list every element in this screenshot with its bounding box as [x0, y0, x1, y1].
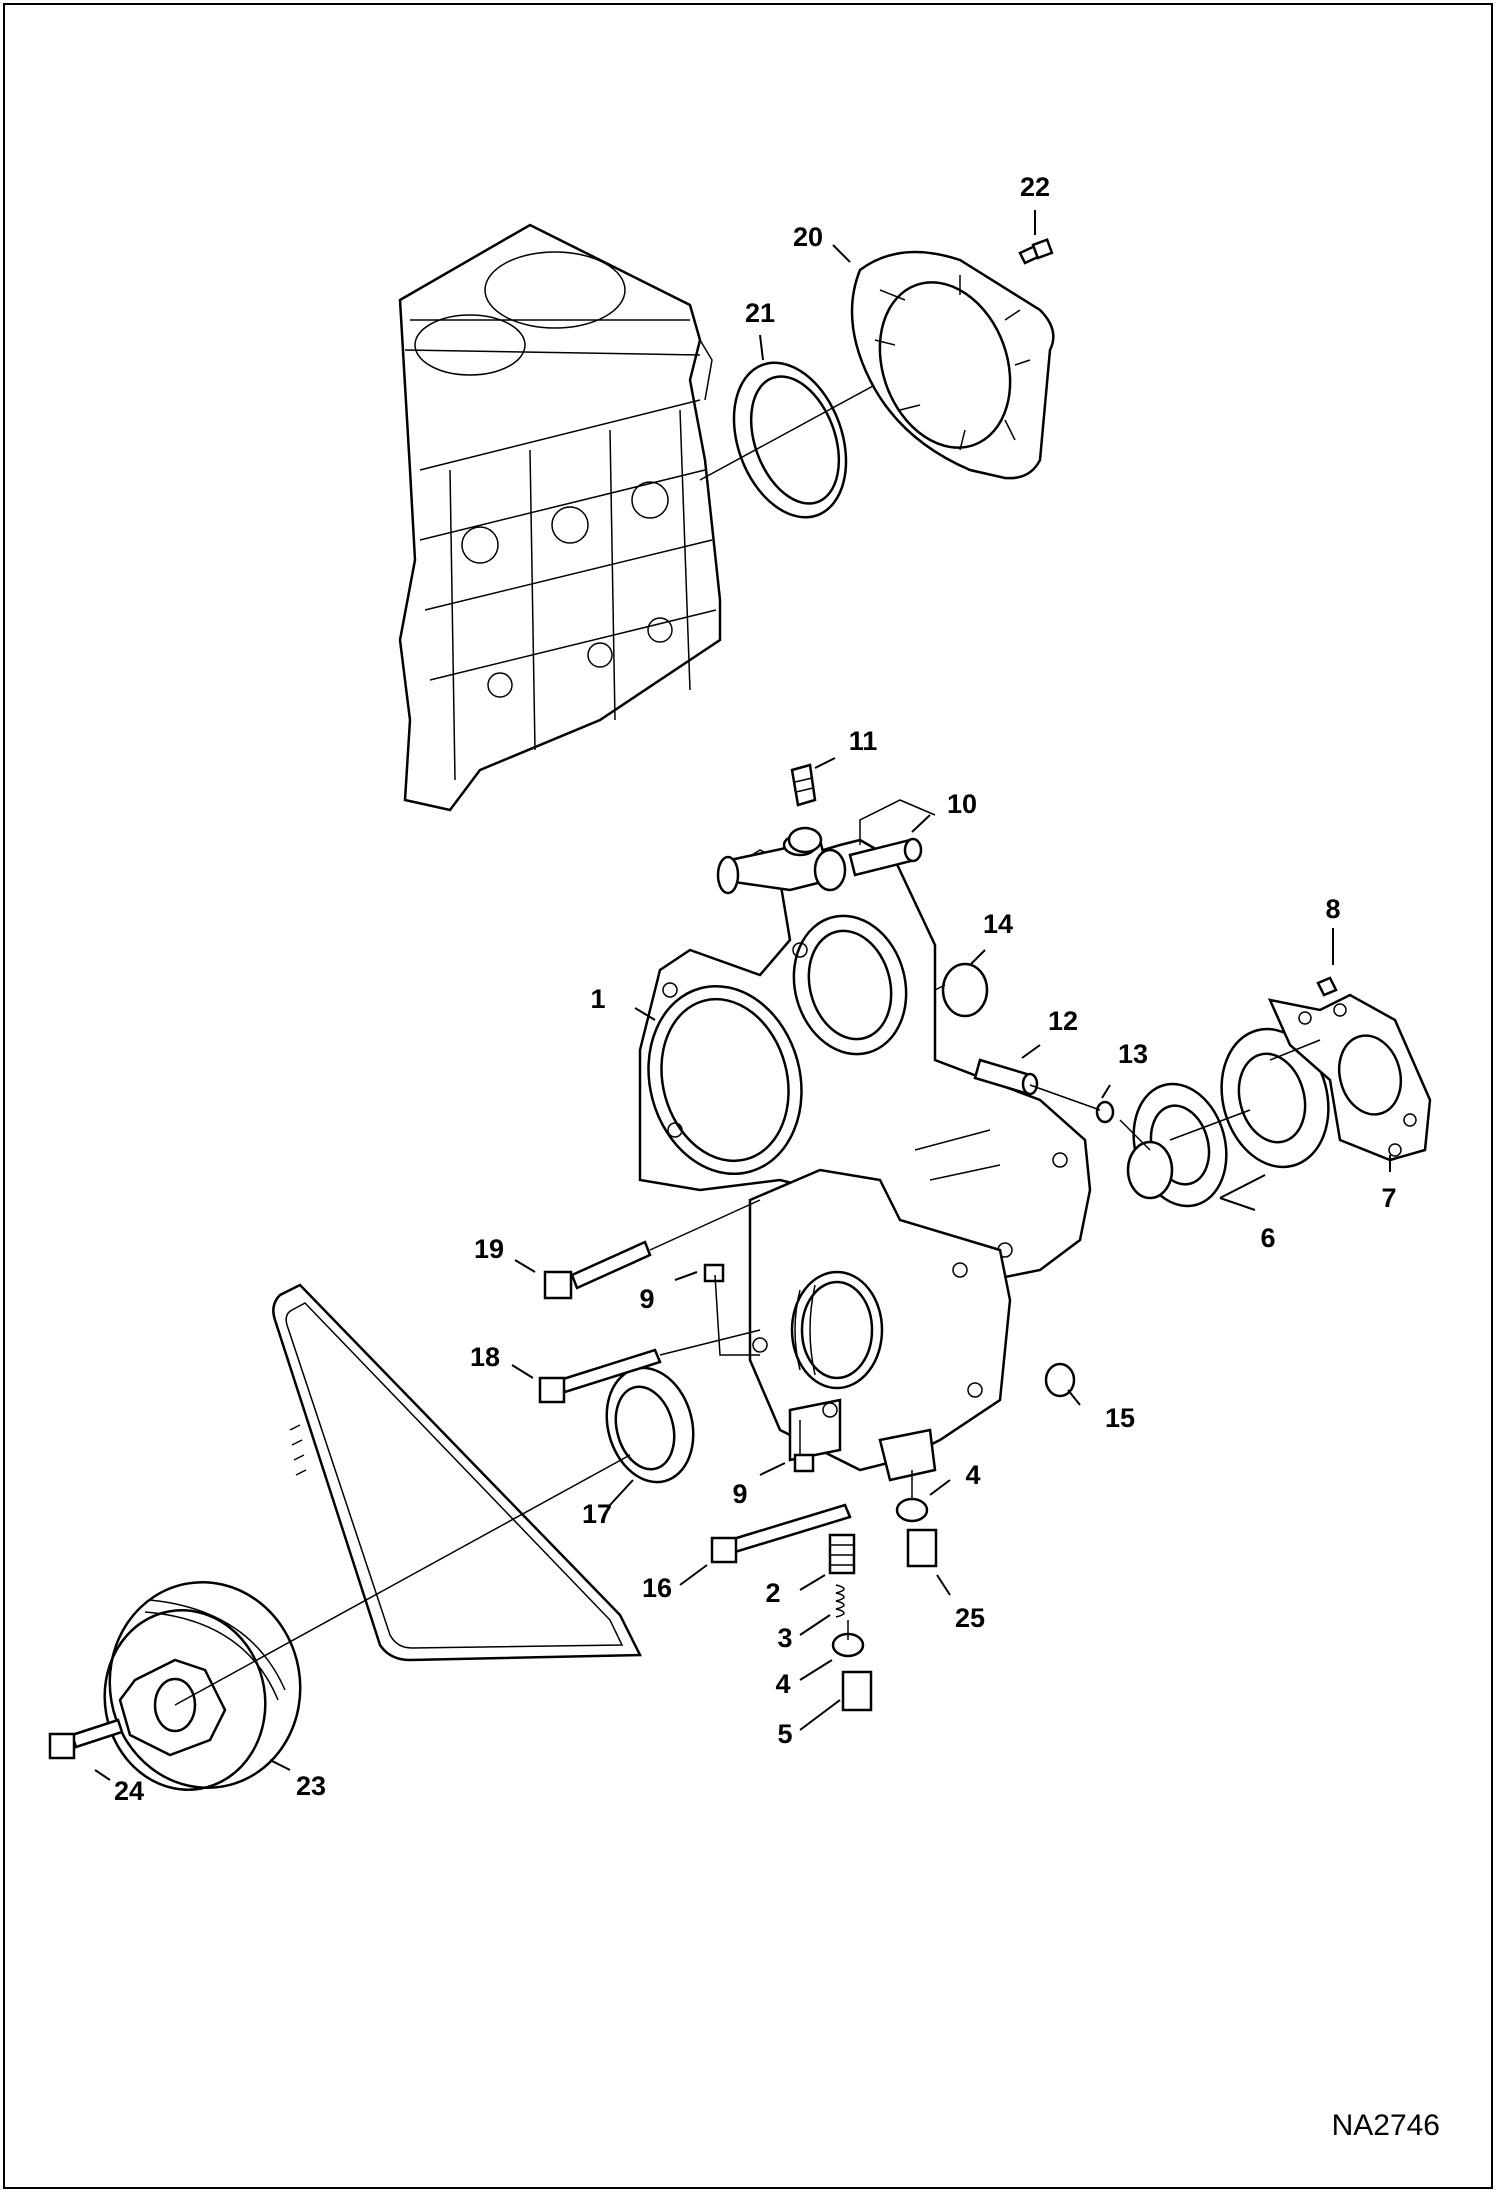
washer-4-upper	[895, 1497, 929, 1523]
callout-9-lower: 9	[732, 1479, 747, 1509]
explode-lines-left	[649, 1199, 913, 1640]
bolt-18	[538, 1348, 662, 1404]
spacer-ring	[1126, 1140, 1174, 1200]
callout-20: 20	[793, 222, 823, 252]
callout-22: 22	[1020, 172, 1050, 202]
plug-25	[906, 1528, 938, 1568]
callout-13: 13	[1118, 1039, 1148, 1069]
spring-3	[835, 1584, 845, 1618]
o-ring-15	[1044, 1362, 1076, 1398]
callout-labels: 1 2 3 4 4 5 6 7 8 9 9 10 11 12 13 14 15 …	[114, 172, 1397, 1806]
callout-5: 5	[777, 1719, 792, 1749]
callout-23: 23	[296, 1771, 326, 1801]
callout-8: 8	[1325, 894, 1340, 924]
screw-8	[1316, 976, 1338, 997]
plug-5	[841, 1670, 873, 1712]
callout-12: 12	[1048, 1006, 1078, 1036]
oil-pump-rotor-6	[1132, 1027, 1330, 1208]
bolt-22	[1018, 238, 1054, 265]
water-outlet	[716, 828, 847, 895]
valve-2	[828, 1533, 856, 1575]
callout-10: 10	[947, 789, 977, 819]
pipe-12	[973, 1058, 1039, 1096]
o-ring-14	[941, 962, 989, 1018]
callout-11: 11	[849, 726, 878, 756]
callout-18: 18	[470, 1342, 500, 1372]
callout-7: 7	[1381, 1183, 1396, 1213]
crank-pulley-23	[103, 1580, 302, 1791]
callout-1: 1	[590, 984, 605, 1014]
engine-block	[398, 223, 722, 812]
callout-17: 17	[582, 1499, 612, 1529]
callout-14: 14	[983, 909, 1013, 939]
cap-11	[787, 763, 823, 854]
oil-pump-cover-7	[1267, 993, 1432, 1162]
oil-pump-housing	[748, 1168, 1012, 1482]
plug-9-lower	[793, 1453, 815, 1473]
callout-4-lower: 4	[775, 1669, 790, 1699]
bolt-24	[48, 1718, 124, 1760]
reference-code: NA2746	[1332, 2109, 1440, 2142]
callout-6: 6	[1260, 1223, 1275, 1253]
callout-4-upper: 4	[965, 1460, 980, 1490]
plug-9-upper	[703, 1263, 725, 1283]
pipe-10	[848, 837, 923, 877]
callout-2: 2	[765, 1578, 780, 1608]
o-ring-13	[1095, 1100, 1115, 1124]
callout-3: 3	[777, 1623, 792, 1653]
explode-lines-right	[934, 984, 1321, 1151]
rear-oil-seal	[732, 361, 848, 519]
callout-16: 16	[642, 1573, 672, 1603]
v-belt	[272, 1283, 643, 1662]
callout-19: 19	[474, 1234, 504, 1264]
crankshaft-axis-line	[174, 1454, 631, 1706]
callout-9-upper: 9	[639, 1284, 654, 1314]
callout-15: 15	[1105, 1403, 1135, 1433]
oil-seal-case	[850, 250, 1055, 480]
drawing-frame	[3, 3, 1493, 2189]
callout-25: 25	[955, 1603, 985, 1633]
leader-lines	[94, 210, 1391, 1781]
bolt-19	[543, 1240, 652, 1300]
seal-17	[605, 1366, 695, 1484]
callout-21: 21	[745, 298, 775, 328]
bolt-16	[710, 1503, 852, 1564]
callout-24: 24	[114, 1776, 144, 1806]
